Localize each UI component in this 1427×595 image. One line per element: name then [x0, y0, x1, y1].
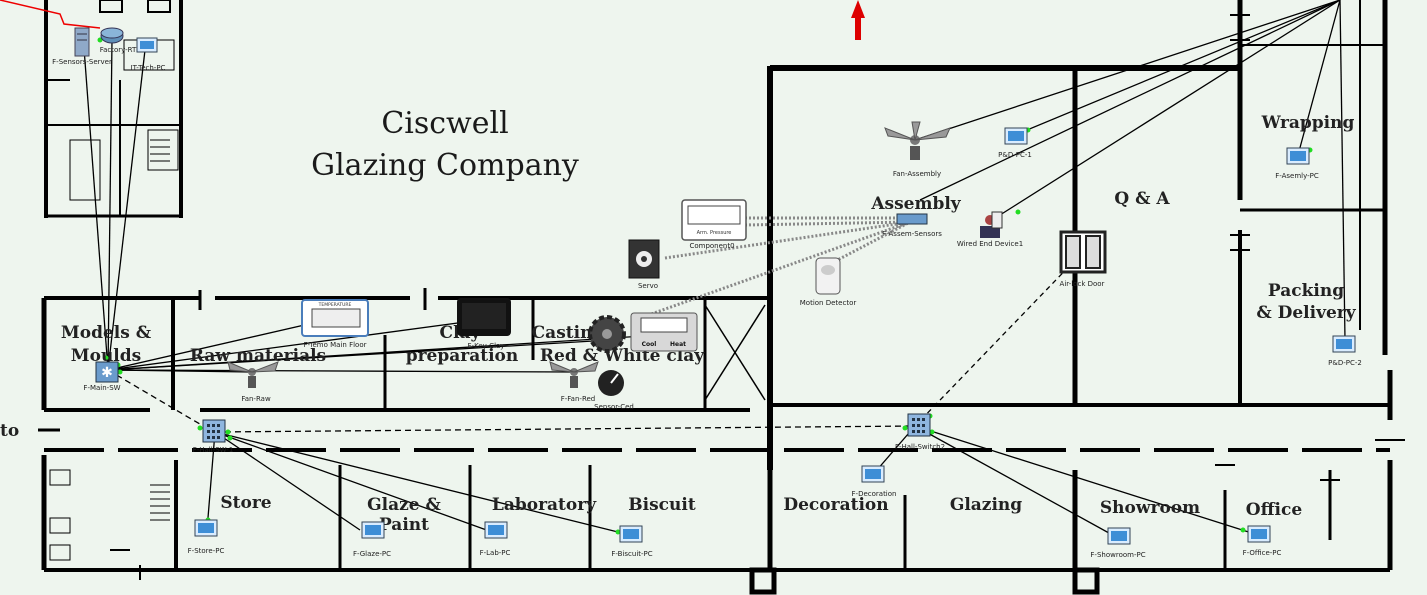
room-label-store: Store — [220, 493, 271, 513]
temperature-monitor-icon[interactable]: TEMPERATURE — [301, 299, 369, 337]
room-label-decoration: Decoration — [783, 495, 888, 515]
device-label-biscuit-pc: F-Biscuit-PC — [611, 550, 652, 558]
room-label-assembly: Assembly — [870, 194, 961, 214]
pc-icon[interactable] — [1107, 527, 1131, 545]
room-label-to: to — [0, 421, 19, 441]
pc-icon[interactable] — [136, 37, 158, 53]
dial-icon[interactable] — [598, 370, 624, 396]
device-label-key-clay: F-Key-Clay — [468, 342, 505, 350]
room-label-paint: Paint — [379, 515, 429, 535]
device-label-hall-sw-1: F-Hall-SW-1 — [193, 446, 234, 454]
room-label-delivery: & Delivery — [1256, 303, 1356, 323]
device-label-it-tech: IT-Tech-PC — [131, 64, 166, 72]
company-title-line2: Glazing Company — [311, 148, 579, 183]
device-label-hall-switch2: F-Hall-Switch2 — [895, 443, 945, 451]
device-label-sensor: Sensor-Ced — [594, 403, 634, 411]
device-label-fan-assembly: Fan-Assembly — [893, 170, 941, 178]
pc-icon[interactable] — [619, 525, 643, 543]
door-icon[interactable] — [1059, 230, 1107, 274]
cool-label: Cool — [642, 341, 657, 348]
room-label-laboratory: Laboratory — [492, 495, 597, 515]
room-label-glaze: Glaze & — [367, 495, 441, 515]
server-icon[interactable] — [74, 27, 90, 57]
device-label-office-pc: F-Office-PC — [1243, 549, 1282, 557]
device-label-component: Component0 — [689, 242, 734, 250]
device-label-glaze-pc: F-Glaze-PC — [353, 550, 391, 558]
links — [83, 0, 1346, 539]
device-label-showroom-pc: F-Showroom-PC — [1090, 551, 1145, 559]
room-label-wrapping: Wrapping — [1261, 113, 1355, 133]
ceiling-fan-icon[interactable] — [549, 361, 599, 388]
company-title-line1: Ciscwell — [381, 106, 508, 141]
gear-icon[interactable] — [588, 315, 626, 353]
pc-icon[interactable] — [1247, 525, 1271, 543]
device-label-assem-sensors: F-Assem-Sensors — [882, 230, 942, 238]
device-label-decoration-pc: F-Decoration — [852, 490, 897, 498]
room-label-moulds: Moulds — [71, 346, 141, 366]
switch-icon[interactable] — [907, 413, 931, 437]
device-label-temo-main: F-Temo Main Floor — [304, 341, 367, 349]
ceiling-fan-icon[interactable] — [227, 361, 279, 388]
device-label-motion: Motion Detector — [800, 299, 857, 307]
gateway-icon[interactable] — [896, 213, 928, 225]
room-label-casting: Casting — [532, 323, 605, 343]
switch-icon[interactable]: ✱ — [95, 361, 119, 383]
pc-icon[interactable] — [194, 519, 218, 537]
room-label-qa: Q & A — [1114, 189, 1170, 209]
device-label-pd-pc-2: P&D-PC-2 — [1328, 359, 1362, 367]
motion-detector-icon[interactable] — [815, 257, 841, 295]
walls — [38, 0, 1405, 595]
arm-pressure-label: Arm. Pressure — [697, 230, 732, 236]
room-label-office: Office — [1246, 500, 1303, 520]
temperature-label: TEMPERATURE — [318, 302, 352, 308]
thermostat-icon[interactable]: Cool Heat — [630, 312, 698, 352]
pc-icon[interactable] — [1286, 147, 1310, 165]
device-label-store-pc: F-Store-PC — [188, 547, 225, 555]
device-label-factory-rt: Factory-RT — [100, 46, 137, 54]
device-label-main-sw: F-Main-SW — [83, 384, 120, 392]
port-lights — [97, 37, 1355, 535]
wireless-links — [639, 216, 911, 320]
north-arrow — [851, 0, 865, 40]
servo-icon[interactable] — [628, 239, 660, 279]
device-label-pd-pc-1: P&D-PC-1 — [998, 151, 1032, 159]
pc-icon[interactable] — [861, 465, 885, 483]
room-label-showroom: Showroom — [1100, 498, 1200, 518]
svg-text:✱: ✱ — [101, 365, 113, 381]
pc-icon[interactable] — [1332, 335, 1356, 353]
serial-link — [0, 0, 101, 29]
room-label-biscuit: Biscuit — [628, 495, 696, 515]
switch-icon[interactable] — [202, 419, 226, 443]
device-label-wired-end: Wired End Device1 — [957, 240, 1023, 248]
device-label-servo: Servo — [638, 282, 658, 290]
tablet-icon[interactable] — [457, 298, 511, 336]
device-label-lab-pc: F-Lab-PC — [480, 549, 511, 557]
end-device-icon[interactable] — [980, 211, 1003, 238]
room-label-prep: preparation — [406, 346, 519, 366]
heat-label: Heat — [670, 341, 686, 348]
device-label-sensors-server: F-Sensors-Server — [52, 58, 112, 66]
pc-icon[interactable] — [361, 521, 385, 539]
router-icon[interactable] — [100, 27, 124, 44]
device-label-asemly-pc: F-Asemly-PC — [1275, 172, 1319, 180]
pc-icon[interactable] — [1004, 127, 1028, 145]
room-label-glazing: Glazing — [950, 495, 1022, 515]
device-label-fan-raw: Fan-Raw — [241, 395, 271, 403]
pc-icon[interactable] — [484, 521, 508, 539]
ceiling-fan-icon[interactable] — [884, 121, 951, 160]
pressure-panel-icon[interactable]: Arm. Pressure — [681, 199, 747, 241]
room-label-raw: Raw materials — [190, 346, 326, 366]
room-label-models: Models & — [61, 323, 152, 343]
room-label-packing: Packing — [1268, 281, 1344, 301]
device-label-fan-red: F-Fan-Red — [561, 395, 596, 403]
device-label-airlock: Air-lock Door — [1060, 280, 1105, 288]
